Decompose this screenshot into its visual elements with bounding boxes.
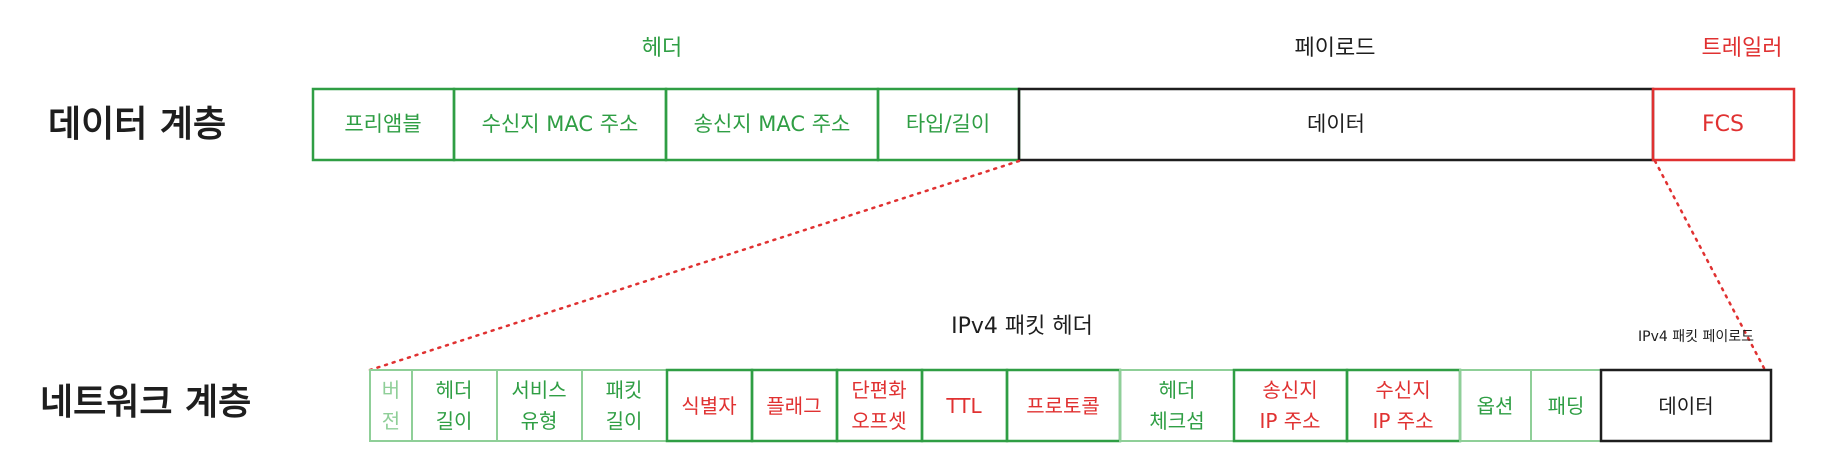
- frame-field-type-length: 타입/길이: [876, 87, 1021, 162]
- ip-field-packet-length: 패킷 길이: [581, 369, 668, 442]
- ip-field-packet-length-line1: 패킷: [606, 378, 643, 402]
- ip-field-header-length: 헤더 길이: [411, 369, 498, 442]
- frame-trailer-label: 트레일러: [1702, 36, 1783, 61]
- ip-field-padding: 패딩: [1530, 369, 1602, 442]
- ip-field-data-text: 데이터: [1658, 394, 1713, 418]
- ipv4-header-label: IPv4 패킷 헤더: [951, 314, 1093, 339]
- ip-field-src-ip-line2: IP 주소: [1259, 409, 1320, 433]
- ip-field-protocol: 프로토콜: [1005, 368, 1122, 443]
- ip-field-fragment-offset-line1: 단편화: [851, 378, 906, 402]
- frame-payload-label: 페이로드: [1295, 36, 1376, 61]
- ip-field-data: 데이터: [1599, 368, 1773, 443]
- zoom-connector-left: [368, 159, 1021, 372]
- ip-field-version: 버 전: [369, 369, 413, 442]
- ip-field-dest-ip-line1: 수신지: [1375, 378, 1430, 402]
- ip-field-padding-text: 패딩: [1548, 394, 1585, 418]
- ip-field-ttl: TTL: [920, 368, 1009, 443]
- frame-field-preamble-text: 프리앰블: [344, 112, 421, 136]
- frame-field-preamble: 프리앰블: [311, 87, 456, 162]
- ip-field-header-checksum: 헤더 체크섬: [1119, 369, 1235, 442]
- ip-field-packet-length-line2: 길이: [606, 409, 643, 433]
- network-layer-label: 네트워크 계층: [40, 382, 251, 423]
- frame-field-dest-mac: 수신지 MAC 주소: [452, 87, 668, 162]
- frame-field-fcs-text: FCS: [1702, 112, 1744, 137]
- ip-field-identifier-text: 식별자: [681, 394, 736, 418]
- frame-field-type-length-text: 타입/길이: [906, 112, 990, 136]
- ip-field-protocol-text: 프로토콜: [1026, 394, 1100, 418]
- ip-field-service-type-line1: 서비스: [511, 378, 566, 402]
- ip-field-version-line1: 버: [382, 378, 400, 402]
- ip-field-flags: 플래그: [750, 368, 839, 443]
- data-link-layer-label: 데이터 계층: [48, 104, 226, 145]
- zoom-connector-right: [1653, 159, 1767, 372]
- ip-field-src-ip: 송신지 IP 주소: [1232, 368, 1349, 443]
- ip-field-identifier: 식별자: [665, 368, 754, 443]
- ip-field-dest-ip-line2: IP 주소: [1372, 409, 1433, 433]
- frame-field-data-text: 데이터: [1307, 112, 1365, 136]
- frame-header-label: 헤더: [642, 36, 682, 61]
- ip-field-flags-text: 플래그: [766, 394, 821, 418]
- ip-field-header-checksum-line2: 체크섬: [1149, 409, 1204, 433]
- frame-field-fcs: FCS: [1651, 87, 1796, 162]
- ip-field-src-ip-line1: 송신지: [1262, 378, 1317, 402]
- ip-field-header-length-line1: 헤더: [436, 378, 473, 402]
- ipv4-payload-label: IPv4 패킷 페이로드: [1638, 329, 1754, 345]
- frame-field-data: 데이터: [1017, 87, 1655, 162]
- ip-field-service-type: 서비스 유형: [496, 369, 583, 442]
- ip-field-options: 옵션: [1459, 369, 1532, 442]
- frame-field-dest-mac-text: 수신지 MAC 주소: [482, 112, 639, 136]
- ip-field-service-type-line2: 유형: [521, 409, 558, 433]
- ip-field-ttl-text: TTL: [945, 394, 982, 418]
- ip-field-options-text: 옵션: [1477, 394, 1514, 418]
- ip-field-fragment-offset: 단편화 오프셋: [835, 368, 924, 443]
- ip-field-header-checksum-line1: 헤더: [1159, 378, 1196, 402]
- frame-field-src-mac-text: 송신지 MAC 주소: [694, 112, 851, 136]
- ip-field-fragment-offset-line2: 오프셋: [851, 409, 906, 433]
- frame-field-src-mac: 송신지 MAC 주소: [664, 87, 880, 162]
- ip-field-header-length-line2: 길이: [436, 409, 473, 433]
- ip-field-dest-ip: 수신지 IP 주소: [1345, 368, 1462, 443]
- ip-field-version-line2: 전: [382, 409, 400, 433]
